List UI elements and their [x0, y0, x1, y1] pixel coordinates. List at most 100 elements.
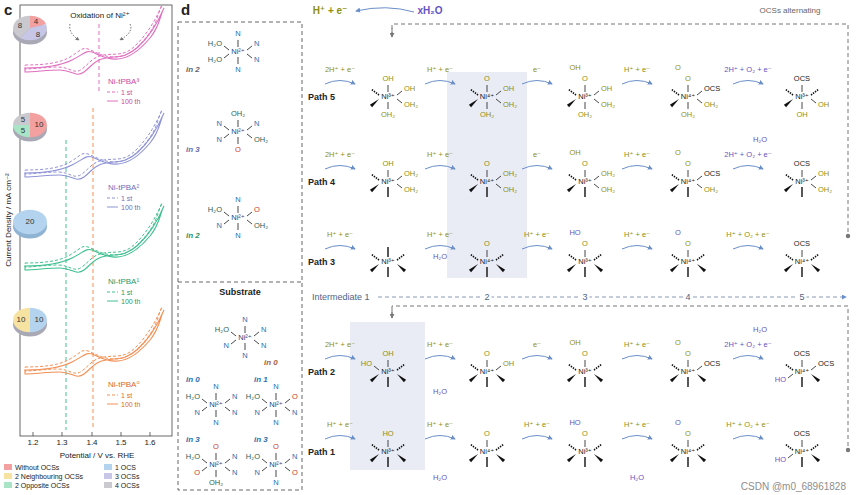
trace-name: Ni-tPBA² [108, 184, 139, 192]
legend-swatch [104, 482, 112, 488]
wedge-bond [784, 99, 793, 107]
ligand-label: O [235, 146, 241, 154]
bond [688, 102, 689, 109]
tick-label: 1.6 [144, 439, 155, 447]
step-arrow [522, 166, 552, 170]
ligand-label: O [484, 75, 490, 83]
ligand-label: O [675, 419, 681, 427]
step-arrow [425, 356, 455, 360]
trace-cycle: 100 th [121, 401, 140, 408]
wedge-bond [567, 454, 576, 462]
step-arrow [733, 436, 763, 440]
pie-chart [13, 113, 47, 142]
bond [387, 267, 388, 277]
metal-centre: Ni³⁺ [381, 448, 395, 456]
ligand-label: O [484, 240, 490, 248]
bond [202, 459, 207, 463]
wedge-bond [670, 374, 679, 382]
wedge-bond [670, 184, 679, 192]
loop-arrow [392, 28, 393, 37]
step-arrow [622, 166, 652, 170]
ligand-label: O [484, 350, 490, 358]
step-label: H⁺ + e⁻ [524, 231, 550, 239]
wedge-bond [567, 264, 576, 272]
ligand-label: HO [569, 229, 580, 237]
bond [594, 176, 599, 180]
bond [387, 187, 388, 197]
hashed-bond [470, 89, 478, 95]
cv-first [25, 307, 162, 373]
ligand-label: OH₂ [254, 136, 268, 144]
wedge-bond [670, 454, 679, 462]
axis-label: 2 [482, 293, 491, 302]
ligand-label: O [484, 160, 490, 168]
hashed-bond [671, 89, 679, 95]
water-label: H₂O [753, 136, 767, 144]
step-arrow [522, 356, 552, 360]
bond [224, 54, 229, 58]
wedge-bond [670, 99, 679, 107]
bond [688, 85, 689, 92]
wedge-bond [811, 264, 820, 272]
metal-centre: Ni⁴⁺ [480, 178, 494, 186]
wedge-bond [697, 374, 706, 382]
ligand-label: N [273, 383, 278, 391]
step-label: H⁺ + e⁻ [624, 421, 650, 429]
metal-centre: Ni⁴⁺ [795, 258, 809, 266]
wedge-bond [370, 99, 379, 107]
bond [262, 467, 267, 471]
bond [802, 360, 803, 367]
ligand-label: H₂O [186, 453, 200, 461]
bond [801, 267, 802, 277]
bond [202, 399, 207, 403]
tick-marks [33, 432, 150, 436]
bond [811, 366, 816, 370]
ligand-label: OH [503, 85, 514, 93]
hashed-bond [371, 89, 379, 95]
axis-label: 4 [683, 293, 692, 302]
pie-sector [13, 16, 30, 38]
sample-line [107, 92, 118, 93]
wedge-bond [370, 374, 379, 382]
pie-value: 20 [26, 218, 35, 226]
section-title: Substrate [219, 288, 261, 297]
path-name: Path 1 [308, 448, 335, 457]
hashed-bond [470, 254, 478, 260]
ligand-label: OH₂ [503, 186, 517, 194]
pie-sector [13, 125, 30, 137]
ligand-label: OH₂ [601, 186, 615, 194]
ligand-label: OH [382, 75, 393, 83]
bond [216, 470, 217, 477]
legend-swatch [104, 473, 112, 479]
path-name: Path 5 [308, 93, 335, 102]
metal-centre: Ni³⁺ [578, 368, 592, 376]
legend-swatch [4, 473, 12, 479]
ligand-label: N [235, 30, 240, 38]
bond [584, 457, 585, 467]
ligand-label: N [255, 469, 260, 477]
metal-centre: Ni²⁺ [231, 214, 245, 222]
bond [397, 91, 402, 95]
hashed-bond [470, 364, 478, 370]
count-label: in 2 [186, 66, 200, 74]
step-label: H⁺ + e⁻ [624, 151, 650, 159]
bond [216, 393, 217, 400]
ligand-label: N [232, 453, 237, 461]
metal-centre: Ni⁴⁺ [480, 368, 494, 376]
bond [262, 407, 267, 411]
cycle-loop [392, 24, 848, 234]
metal-centre: Ni²⁺ [231, 48, 245, 56]
ligand-label: OH₂ [209, 479, 223, 487]
count-label: in 2 [186, 232, 200, 240]
metal-centre: Ni³⁺ [795, 93, 809, 101]
metal-centre: Ni⁴⁺ [681, 178, 695, 186]
bond [262, 399, 267, 403]
ligand-label: OH₂ [818, 186, 832, 194]
reaction-label: H⁺ + e⁻ [313, 6, 348, 16]
bond [811, 99, 816, 103]
bond [585, 440, 586, 447]
hashed-bond [397, 444, 405, 450]
bond [388, 170, 389, 177]
ligand-label: O [582, 160, 588, 168]
